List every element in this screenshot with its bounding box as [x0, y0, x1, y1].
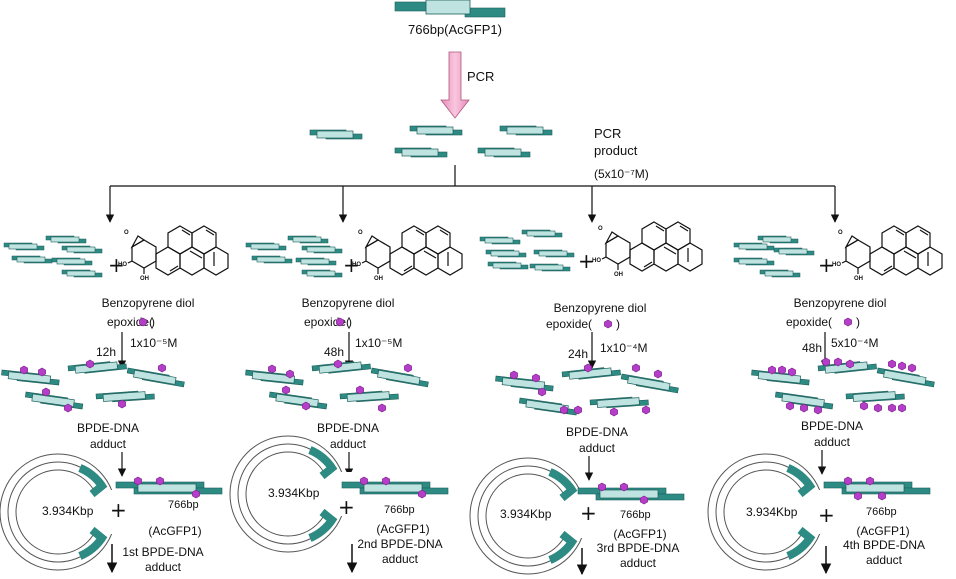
branch-1-insert-name: (AcGFP1) [148, 524, 201, 538]
branch-4-plasmid-size: 3.934Kbp [746, 505, 798, 519]
branch-2-result-line2: adduct [382, 552, 419, 566]
branch-4-adduct-line2: adduct [814, 435, 851, 449]
branch-3-insert-size: 766bp [620, 509, 651, 521]
branch-3-dose: 1x10⁻⁴M [600, 341, 648, 355]
branch-4-insert-size: 766bp [866, 506, 897, 518]
branch-4-insert [823, 476, 931, 501]
branch-1-adduct-line1: BPDE-DNA [77, 421, 139, 435]
branch-3-adduct-line1: BPDE-DNA [566, 425, 628, 439]
branch-1-bpde-structure [117, 225, 229, 283]
branch-3-time: 24h [568, 347, 588, 361]
top-fragment-label: 766bp(AcGFP1) [408, 22, 502, 37]
branch-1: + Benzopyrene diol epoxide( ) 12h 1x10⁻⁵… [0, 225, 229, 574]
branch-4-result-line1: 4th BPDE-DNA [843, 538, 925, 552]
branch-1-reagent-line1: Benzopyrene diol [102, 296, 195, 310]
branch-3-bpde-structure [591, 221, 703, 279]
branch-2-bpde-structure [351, 225, 463, 283]
branch-1-dose: 1x10⁻⁵M [130, 336, 177, 350]
branch-2-plasmid-size: 3.934Kbp [268, 486, 320, 500]
branch-2-ligation-plus: + [338, 495, 355, 519]
pcr-label: PCR [467, 69, 494, 84]
branch-1-reagent-close: ) [151, 315, 155, 329]
branch-4-bpde-symbol [844, 317, 852, 327]
branch-3-result-line2: adduct [620, 556, 657, 570]
pcr-product-label-line2: product [594, 143, 638, 158]
branch-3-reagent-line2: epoxide( [546, 317, 592, 331]
branch-2-reagent-line1: Benzopyrene diol [302, 296, 395, 310]
branch-2-adduct-cluster [245, 359, 429, 413]
branch-3-adduct-line2: adduct [579, 441, 616, 455]
branch-4-reagent-line2: epoxide( [786, 315, 832, 329]
branch-4-bpde-structure [831, 225, 943, 283]
branch-4-dna-fragments [733, 235, 815, 278]
branch-1-insert [115, 476, 223, 499]
branch-1-result-line2: adduct [145, 560, 182, 574]
branch-3-plus: + [578, 249, 595, 273]
branch-1-bpde-symbol [139, 317, 147, 327]
branch-3-reagent-line1: Benzopyrene diol [554, 301, 647, 315]
branch-1-adduct-line2: adduct [90, 437, 127, 451]
branch-2-insert-name: (AcGFP1) [376, 522, 429, 536]
branch-1-dna-fragments [3, 235, 103, 278]
branch-3-bpde-symbol [604, 319, 612, 329]
branch-4-reagent-line1: Benzopyrene diol [794, 296, 887, 310]
branch-2-dna-fragments [245, 235, 343, 278]
branch-3-reagent-close: ) [616, 317, 620, 331]
pcr-product-concentration: (5x10⁻⁷M) [594, 167, 649, 181]
branch-2-adduct-line2: adduct [330, 437, 367, 451]
branch-2-adduct-line1: BPDE-DNA [317, 421, 379, 435]
branch-4-time: 48h [802, 341, 822, 355]
branch-2: + Benzopyrene diol epoxide( ) 48h 1x10⁻⁵… [230, 225, 463, 574]
branch-4-insert-name: (AcGFP1) [856, 524, 909, 538]
branch-1-plasmid-size: 3.934Kbp [42, 504, 94, 518]
branch-4-reagent-close: ) [856, 315, 860, 329]
branch-3-ligation-plus: + [580, 501, 597, 525]
branch-4-adduct-cluster [751, 357, 935, 415]
branch-2-insert-size: 766bp [384, 504, 415, 516]
branch-4-adduct-line1: BPDE-DNA [801, 419, 863, 433]
branch-2-insert [341, 476, 449, 499]
pcr-product-label-line1: PCR [594, 126, 621, 141]
branch-3: + Benzopyrene diol epoxide( ) 24h 1x10⁻⁴… [470, 221, 703, 574]
top-fragment [394, 0, 506, 18]
branch-1-adduct-cluster [1, 359, 185, 413]
branch-2-bpde-symbol [336, 317, 344, 327]
distribution-lines [105, 165, 840, 223]
branch-2-time: 48h [324, 345, 344, 359]
branch-3-adduct-cluster [495, 363, 679, 417]
branch-2-plus: + [343, 253, 360, 277]
branch-3-plasmid-size: 3.934Kbp [500, 507, 552, 521]
branch-1-plus: + [108, 253, 125, 277]
branch-3-dna-fragments [479, 229, 575, 272]
branch-3-result-line1: 3rd BPDE-DNA [597, 541, 680, 555]
branch-1-ligation-plus: + [110, 498, 127, 522]
branch-4-ligation-plus: + [818, 503, 835, 527]
branch-3-insert-name: (AcGFP1) [613, 527, 666, 541]
branch-4: + Benzopyrene diol epoxide( ) 48h 5x10⁻⁴… [708, 225, 943, 575]
branch-2-result-line1: 2nd BPDE-DNA [357, 537, 442, 551]
branch-2-reagent-close: ) [348, 315, 352, 329]
branch-4-plus: + [818, 253, 835, 277]
branch-1-result-line1: 1st BPDE-DNA [122, 545, 203, 559]
branch-1-insert-size: 766bp [168, 499, 199, 511]
branch-4-dose: 5x10⁻⁴M [831, 336, 879, 350]
branch-4-result-line2: adduct [866, 553, 903, 567]
branch-1-time: 12h [96, 345, 116, 359]
pcr-product-fragments [309, 125, 553, 158]
branch-2-dose: 1x10⁻⁵M [355, 336, 402, 350]
pcr-arrow [440, 51, 470, 119]
